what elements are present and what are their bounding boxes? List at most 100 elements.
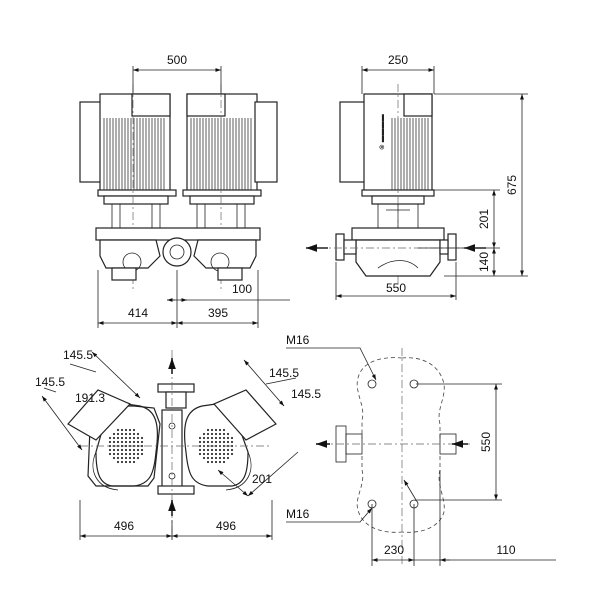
fan-vent (132, 460, 136, 464)
fan-vent (210, 460, 214, 464)
dim-top-e: 145.5 (291, 387, 321, 401)
fan-vent (112, 456, 116, 460)
fan-vent (230, 448, 234, 452)
fan-vent (124, 448, 128, 452)
fan-vent (120, 440, 124, 444)
top-dimensions: 145.5 145.5 191.3 145.5 145.5 201 496 49… (35, 348, 321, 540)
dim-top-right-half: 496 (216, 519, 236, 533)
fan-vent (128, 428, 132, 432)
fan-vent (108, 452, 112, 456)
fan-vent (136, 448, 140, 452)
fan-vent (206, 436, 210, 440)
side-pump-body (306, 227, 486, 277)
fan-vent (128, 460, 132, 464)
fan-vent (218, 460, 222, 464)
fan-vent (124, 428, 128, 432)
dim-flange-side: 110 (496, 543, 515, 557)
dim-front-left: 414 (128, 306, 148, 320)
fan-vent (202, 452, 206, 456)
fan-vent (124, 444, 128, 448)
fan-vent (214, 436, 218, 440)
dim-side-base-height: 140 (477, 252, 491, 272)
fan-vent (124, 440, 128, 444)
fan-vent (218, 428, 222, 432)
fan-vent (132, 452, 136, 456)
front-dimensions: 500 414 395 100 (97, 53, 290, 328)
fan-vent (218, 448, 222, 452)
fan-vent (120, 448, 124, 452)
dim-side-base-length: 550 (386, 281, 406, 295)
fan-vent (222, 428, 226, 432)
fan-vent (124, 452, 128, 456)
dim-flange-offset: 230 (384, 543, 404, 557)
fan-vent (198, 436, 202, 440)
central-casing (80, 350, 270, 540)
fan-vent (198, 448, 202, 452)
fan-vent (124, 456, 128, 460)
fan-vent (206, 456, 210, 460)
fan-vent (116, 432, 120, 436)
fan-vent (226, 452, 230, 456)
fan-vent (132, 436, 136, 440)
front-view: 500 414 395 100 (79, 53, 290, 328)
fan-vent (112, 436, 116, 440)
fan-vent (210, 440, 214, 444)
left-motor-footprint (67, 389, 161, 491)
label-bolt-bottom: M16 (286, 507, 310, 521)
fan-vent (222, 456, 226, 460)
fan-vent (218, 456, 222, 460)
fan-vent (214, 460, 218, 464)
fan-vent (202, 440, 206, 444)
dim-front-width: 500 (167, 53, 187, 67)
right-motor (182, 93, 278, 205)
fan-vent (124, 436, 128, 440)
fan-vent (218, 452, 222, 456)
fan-vent (202, 436, 206, 440)
dim-side-width: 250 (388, 53, 408, 67)
fan-vent (116, 436, 120, 440)
fan-vent (206, 432, 210, 436)
fan-vent (120, 432, 124, 436)
dim-side-total-height: 675 (505, 175, 519, 195)
fan-vent (226, 448, 230, 452)
fan-vent (112, 440, 116, 444)
fan-vent (206, 428, 210, 432)
dim-top-a: 145.5 (63, 348, 93, 362)
fan-vent (108, 444, 112, 448)
fan-vent (132, 448, 136, 452)
fan-vent (230, 436, 234, 440)
fan-vent (136, 444, 140, 448)
front-pump-body (95, 227, 261, 281)
fan-vent (198, 452, 202, 456)
fan-vent (218, 436, 222, 440)
fan-vent (136, 452, 140, 456)
fan-vent (136, 456, 140, 460)
label-bolt-top: M16 (286, 333, 310, 347)
dim-top-c: 191.3 (75, 391, 105, 405)
fan-vent (226, 432, 230, 436)
dim-side-coupling-height: 201 (477, 209, 491, 229)
side-motor: ⊗ ▬▬▬▬ (339, 93, 435, 205)
fan-vent (132, 456, 136, 460)
fan-vent (136, 440, 140, 444)
fan-vent (210, 428, 214, 432)
fan-vent (120, 460, 124, 464)
fan-vent (210, 448, 214, 452)
fan-vent (108, 440, 112, 444)
fan-vent (222, 452, 226, 456)
fan-vent (214, 448, 218, 452)
fan-vent (218, 440, 222, 444)
fan-vent (206, 440, 210, 444)
fan-vent (132, 428, 136, 432)
fan-vent (226, 440, 230, 444)
fan-vent (140, 448, 144, 452)
fan-vent (132, 432, 136, 436)
left-motor (79, 93, 177, 205)
fan-vent (136, 432, 140, 436)
fan-vent (222, 436, 226, 440)
fan-vent (206, 460, 210, 464)
fan-vent (124, 460, 128, 464)
fan-vent (210, 432, 214, 436)
dim-top-f: 201 (252, 472, 272, 486)
